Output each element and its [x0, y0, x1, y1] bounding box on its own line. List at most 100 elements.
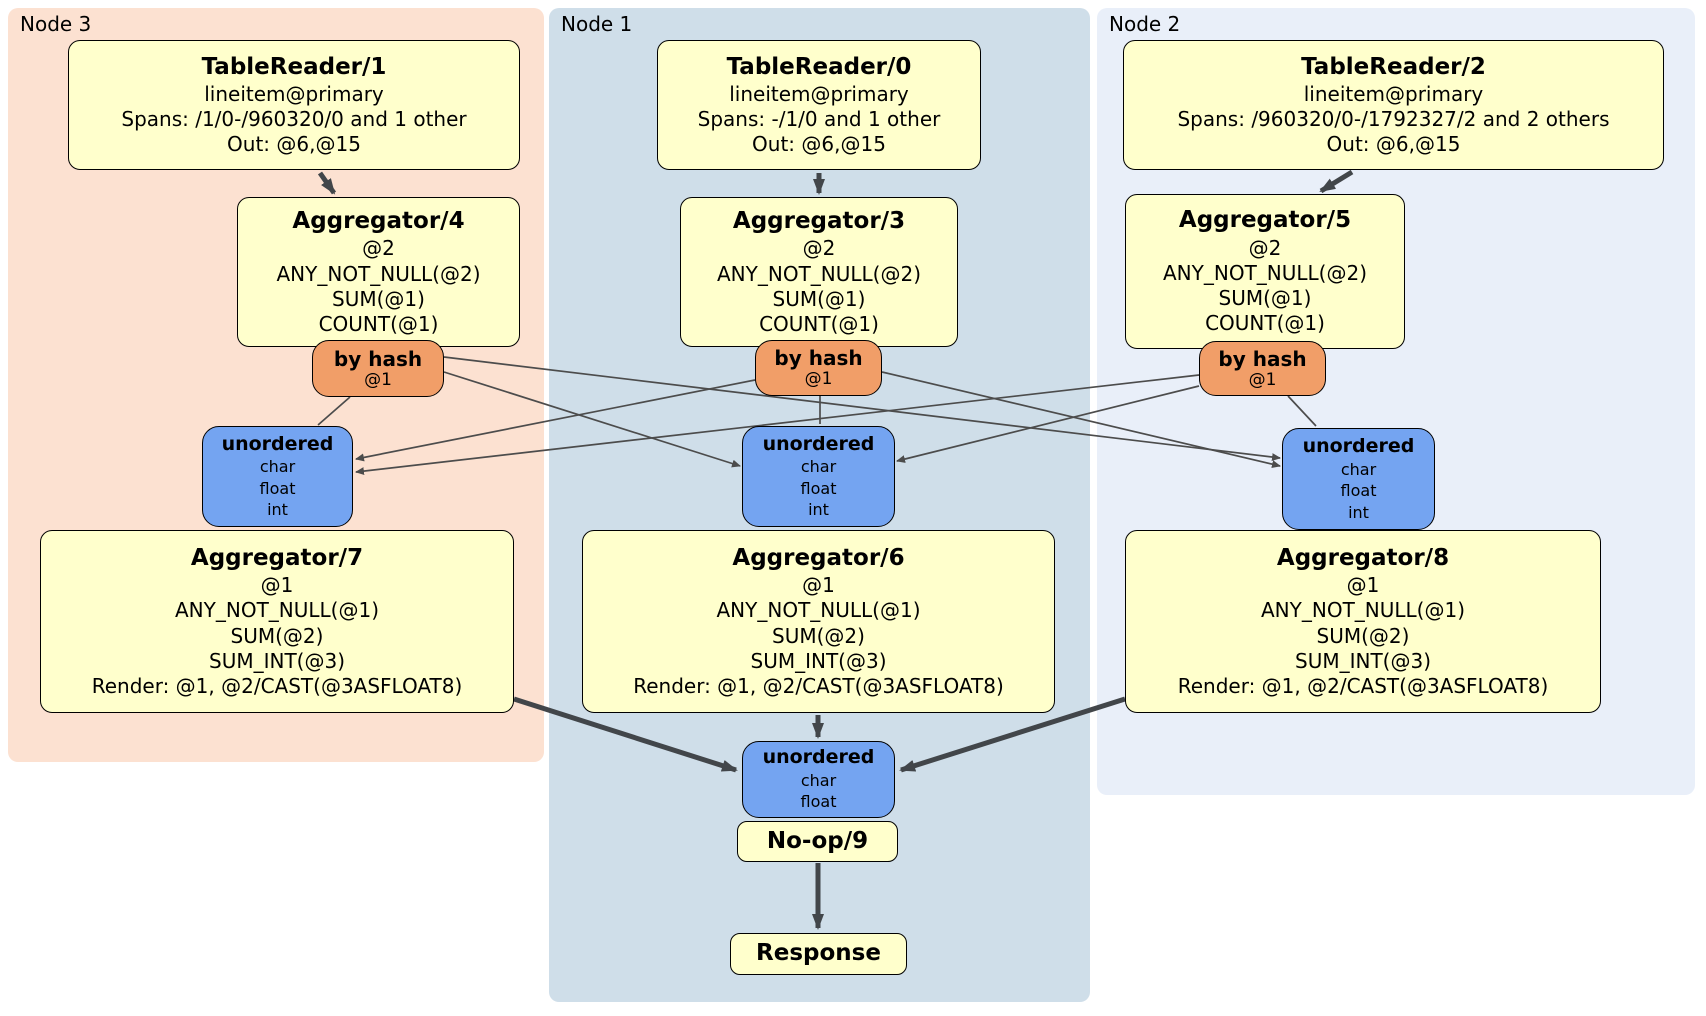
- box-title: No-op/9: [766, 827, 869, 854]
- box-title: Aggregator/6: [732, 544, 905, 571]
- sync-unordered-8: unordered char float int: [1282, 428, 1435, 530]
- box-line: SUM(@1): [772, 286, 866, 311]
- box-line: Render: @1, @2/CAST(@3ASFLOAT8): [91, 674, 463, 698]
- operator-tablereader-0: TableReader/0 lineitem@primary Spans: -/…: [657, 40, 981, 170]
- router-by-hash-5: by hash @1: [1199, 341, 1326, 396]
- box-line: ANY_NOT_NULL(@1): [716, 598, 921, 623]
- edge-hash4-sync7: [317, 396, 351, 426]
- box-line: SUM(@2): [772, 623, 865, 648]
- operator-tablereader-1: TableReader/1 lineitem@primary Spans: /1…: [68, 40, 520, 170]
- edge-tablereader1-aggregator4: [317, 171, 337, 195]
- box-line: int: [267, 500, 288, 519]
- edge-aggregator8-unordered-final: [899, 696, 1126, 773]
- box-title: by hash: [333, 346, 423, 371]
- box-line: SUM(@1): [1218, 286, 1312, 311]
- operator-tablereader-2: TableReader/2 lineitem@primary Spans: /9…: [1123, 40, 1664, 170]
- box-title: unordered: [221, 432, 334, 455]
- sync-unordered-7: unordered char float int: [202, 426, 353, 527]
- box-line: Render: @1, @2/CAST(@3ASFLOAT8): [1177, 674, 1549, 698]
- box-line: @2: [362, 236, 395, 261]
- panel-node3-label: Node 3: [20, 12, 92, 36]
- box-title: Aggregator/8: [1276, 544, 1450, 571]
- edge-aggregator7-unordered-final: [513, 696, 738, 773]
- box-line: @2: [802, 236, 836, 261]
- box-title: Aggregator/4: [292, 207, 465, 234]
- box-line: COUNT(@1): [1205, 311, 1325, 336]
- box-line: ANY_NOT_NULL(@2): [276, 261, 481, 286]
- edge-hash5-sync6: [896, 385, 1200, 463]
- box-title: TableReader/0: [726, 53, 912, 80]
- box-line: @1: [802, 573, 835, 598]
- edge-hash4-sync8: [443, 356, 1281, 462]
- sync-unordered-6: unordered char float int: [742, 426, 895, 527]
- box-line: SUM(@2): [1316, 623, 1410, 648]
- box-title: by hash: [1218, 346, 1307, 371]
- box-line: Render: @1, @2/CAST(@3ASFLOAT8): [633, 674, 1004, 698]
- box-title: TableReader/2: [1301, 53, 1486, 80]
- box-line: Spans: -/1/0 and 1 other: [697, 107, 941, 132]
- box-line: lineitem@primary: [1303, 81, 1484, 106]
- box-line: float: [1340, 481, 1377, 501]
- box-line: SUM_INT(@3): [209, 648, 345, 673]
- box-title: unordered: [1302, 435, 1415, 458]
- edge-hash5-sync7: [355, 374, 1200, 476]
- router-by-hash-3: by hash @1: [755, 340, 882, 396]
- operator-aggregator-5: Aggregator/5 @2 ANY_NOT_NULL(@2) SUM(@1)…: [1125, 194, 1405, 349]
- box-title: Aggregator/5: [1178, 207, 1352, 234]
- box-line: float: [800, 478, 837, 498]
- edge-hash3-sync7: [355, 379, 756, 462]
- edge-hash4-sync6: [443, 371, 741, 468]
- box-line: COUNT(@1): [318, 311, 439, 336]
- box-title: unordered: [762, 746, 875, 769]
- operator-aggregator-8: Aggregator/8 @1 ANY_NOT_NULL(@1) SUM(@2)…: [1125, 530, 1601, 713]
- operator-aggregator-4: Aggregator/4 @2 ANY_NOT_NULL(@2) SUM(@1)…: [237, 197, 520, 347]
- box-title: by hash: [774, 346, 863, 371]
- box-line: char: [800, 457, 837, 477]
- box-line: @1: [1248, 369, 1277, 390]
- box-line: char: [259, 457, 296, 477]
- box-line: ANY_NOT_NULL(@1): [1261, 598, 1465, 623]
- box-line: Spans: /1/0-/960320/0 and 1 other: [121, 107, 467, 132]
- box-line: @2: [1248, 235, 1282, 260]
- box-line: SUM_INT(@3): [750, 648, 887, 673]
- operator-response: Response: [730, 933, 907, 975]
- box-line: lineitem@primary: [729, 81, 909, 106]
- box-line: ANY_NOT_NULL(@2): [717, 261, 921, 286]
- box-line: SUM(@2): [230, 623, 324, 648]
- edge-tablereader2-aggregator5: [1319, 169, 1354, 194]
- box-line: COUNT(@1): [759, 311, 879, 336]
- box-title: TableReader/1: [201, 53, 387, 80]
- box-line: ANY_NOT_NULL(@1): [175, 598, 379, 623]
- box-line: SUM_INT(@3): [1295, 648, 1431, 673]
- box-line: lineitem@primary: [204, 81, 384, 106]
- box-title: Response: [756, 940, 881, 967]
- sync-unordered-final: unordered char float: [742, 741, 895, 818]
- edge-hash3-sync8: [881, 371, 1281, 469]
- operator-aggregator-7: Aggregator/7 @1 ANY_NOT_NULL(@1) SUM(@2)…: [40, 530, 514, 713]
- box-line: @1: [1346, 573, 1380, 598]
- panel-node1-label: Node 1: [561, 12, 633, 36]
- edge-hash5-sync8: [1287, 395, 1317, 427]
- box-line: float: [800, 792, 837, 812]
- router-by-hash-4: by hash @1: [312, 340, 444, 397]
- box-line: @1: [364, 369, 392, 390]
- box-line: Spans: /960320/0-/1792327/2 and 2 others: [1177, 107, 1610, 132]
- box-line: int: [1348, 502, 1369, 522]
- box-line: char: [800, 771, 837, 791]
- operator-aggregator-3: Aggregator/3 @2 ANY_NOT_NULL(@2) SUM(@1)…: [680, 197, 958, 347]
- box-line: SUM(@1): [332, 286, 425, 311]
- box-line: @1: [804, 369, 833, 390]
- operator-aggregator-6: Aggregator/6 @1 ANY_NOT_NULL(@1) SUM(@2)…: [582, 530, 1055, 713]
- box-line: Out: @6,@15: [1326, 132, 1461, 157]
- box-line: Out: @6,@15: [752, 132, 886, 157]
- box-line: ANY_NOT_NULL(@2): [1163, 261, 1367, 286]
- panel-node2-label: Node 2: [1109, 12, 1181, 36]
- box-line: char: [1340, 459, 1377, 479]
- box-title: Aggregator/3: [732, 207, 906, 234]
- box-line: float: [259, 478, 296, 498]
- operator-noop-9: No-op/9: [737, 821, 898, 862]
- box-title: unordered: [762, 432, 875, 455]
- box-line: @1: [260, 573, 294, 598]
